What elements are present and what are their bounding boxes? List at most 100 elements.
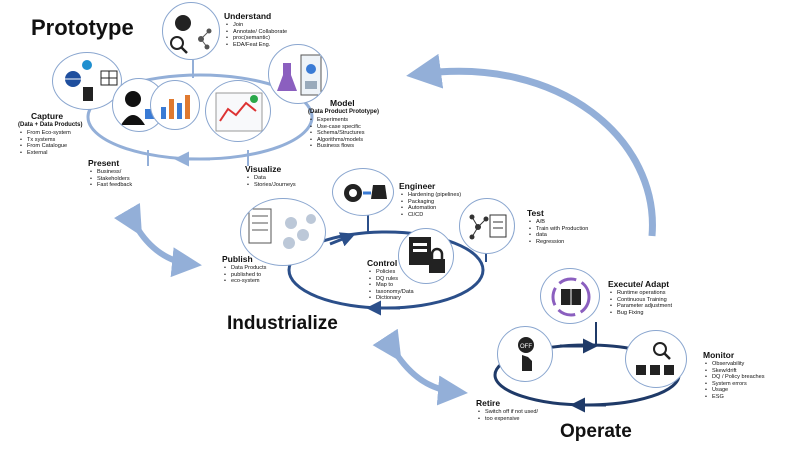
stage-item: Bug Fixing: [610, 310, 672, 317]
stage-item: Tx systems: [20, 137, 83, 144]
stage-item: Fast feedback: [90, 182, 132, 189]
stage-item: Train with Production: [529, 226, 588, 233]
stage-subtitle: (Data Product Prototype): [308, 109, 380, 115]
gear-package-icon: [344, 184, 387, 202]
stage-present: Present Business/ Stakeholders Fast feed…: [88, 158, 132, 189]
stage-visualize: Visualize Data Stories/Journeys: [245, 164, 296, 188]
stage-item: published to: [224, 272, 266, 279]
stage-item: too expensive: [478, 416, 538, 423]
stage-item: Schema/Structures: [310, 130, 379, 137]
stage-item: eco-system: [224, 278, 266, 285]
stage-understand: Understand Join Annotate/ Collaborate pr…: [224, 11, 287, 48]
data-explore-icon: [170, 15, 212, 54]
chart-card-node: [150, 80, 200, 130]
stage-item: ESG: [705, 394, 765, 401]
switch-off-icon: OFF: [518, 337, 534, 371]
stage-item: Annotate/ Collaborate: [226, 29, 287, 36]
lab-flask-icon: [277, 54, 322, 96]
stage-capture: Capture (Data + Data Products) From Eco-…: [18, 111, 83, 156]
industrialize-to-operate-arrow: [372, 328, 468, 406]
stage-publish: Publish Data Products published to eco-s…: [222, 254, 266, 285]
execute-node: [540, 268, 600, 324]
industrialize-cycle-arrow: [329, 232, 356, 247]
visualize-node: [205, 80, 271, 142]
stage-item: Stories/Journeys: [247, 182, 296, 189]
stage-title: Model: [330, 98, 355, 108]
monitor-search-icon: [636, 342, 674, 375]
stage-item: Runtime operations: [610, 290, 672, 297]
stage-item: Parameter adjustment: [610, 303, 672, 310]
stage-item: From Eco-system: [20, 130, 83, 137]
stage-item: Packaging: [401, 199, 461, 206]
dashboard-icon: [215, 92, 263, 132]
capture-node: [52, 52, 122, 110]
stage-engineer: Engineer Hardening (pipelines) Packaging…: [399, 181, 461, 218]
stage-item: Data: [247, 175, 296, 182]
stage-test: Test A/B Train with Production data Regr…: [527, 208, 588, 245]
stage-item: Experiments: [310, 117, 379, 124]
model-node: [268, 44, 328, 104]
stage-item: Stakeholders: [90, 176, 132, 183]
stage-item: External: [20, 150, 83, 157]
catalog-icon: [248, 208, 316, 249]
stage-control: Control Policies DQ rules Map to taxonom…: [367, 258, 414, 302]
stage-item: taxonomy/Data: [369, 289, 414, 296]
test-node: [459, 198, 515, 254]
engineer-node: [332, 168, 394, 216]
stage-title: Capture: [31, 111, 64, 121]
stage-item: Join: [226, 22, 287, 29]
phase-title-operate: Operate: [560, 421, 632, 442]
data-sources-icon: [65, 60, 118, 101]
prototype-to-industrialize-arrow: [113, 202, 202, 278]
stage-title: Retire: [476, 398, 501, 408]
stage-item: System errors: [705, 381, 765, 388]
stage-item: Hardening (pipelines): [401, 192, 461, 199]
stage-item: Algorithms/models: [310, 137, 379, 144]
publish-node: [240, 198, 326, 266]
stage-item: Usage: [705, 387, 765, 394]
stage-execute: Execute/ Adapt Runtime operations Contin…: [608, 279, 672, 316]
monitor-node: [625, 330, 687, 388]
stage-item: Regression: [529, 239, 588, 246]
lock-document-icon: [409, 237, 445, 273]
stage-item: Switch off if not used/: [478, 409, 538, 416]
stage-retire: Retire Switch off if not used/ too expen…: [476, 398, 538, 422]
phase-title-industrialize: Industrialize: [227, 313, 338, 334]
stage-item: Automation: [401, 205, 461, 212]
bar-chart-icon: [161, 95, 190, 119]
stage-item: data: [529, 232, 588, 239]
stage-item: Observability: [705, 361, 765, 368]
stage-item: Skew/drift: [705, 368, 765, 375]
stage-item: DQ rules: [369, 276, 414, 283]
stage-item: Policies: [369, 269, 414, 276]
test-network-icon: [469, 214, 507, 240]
stage-monitor: Monitor Observability Skew/drift DQ / Po…: [703, 350, 765, 401]
stage-item: Data Products: [224, 265, 267, 272]
stage-title: Understand: [224, 11, 272, 21]
stage-title: Monitor: [703, 350, 735, 360]
stage-item: DQ / Policy breaches: [705, 374, 764, 381]
stage-item: Business flows: [310, 143, 379, 150]
stage-title: Present: [88, 158, 120, 168]
stage-item: Map to: [369, 282, 414, 289]
stage-title: Control: [367, 258, 398, 268]
svg-text:OFF: OFF: [520, 344, 532, 350]
understand-node: [162, 2, 220, 60]
feedback-arc-arrow: [406, 53, 656, 237]
stage-title: Visualize: [245, 164, 282, 174]
retire-node: OFF: [497, 326, 553, 382]
stage-title: Publish: [222, 254, 253, 264]
phase-title-prototype: Prototype: [31, 15, 134, 40]
stage-title: Engineer: [399, 181, 436, 191]
stage-item: Dictionary: [369, 295, 414, 302]
stage-item: A/B: [529, 219, 588, 226]
stage-title: Test: [527, 208, 544, 218]
stage-title: Execute/ Adapt: [608, 279, 670, 289]
stage-item: proc(semantic): [226, 35, 287, 42]
continuous-training-icon: [551, 277, 591, 317]
stage-item: Use-case specific: [310, 124, 379, 131]
stage-item: CI/CD: [401, 212, 461, 219]
stage-model: Model (Data Product Prototype) Experimen…: [308, 98, 379, 150]
stage-item: Business/: [90, 169, 132, 176]
stage-item: Continuous Training: [610, 297, 672, 304]
